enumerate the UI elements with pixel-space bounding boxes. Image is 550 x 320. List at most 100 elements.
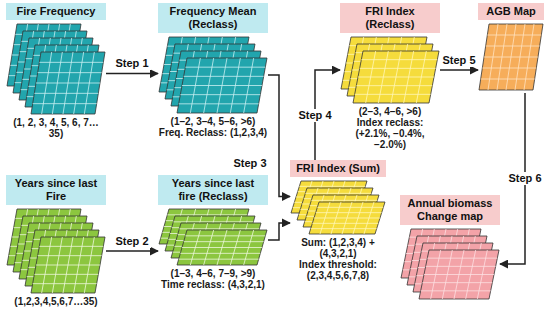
class-values: Time reclass: (4,3,2,1)	[158, 279, 268, 290]
raster-grid	[182, 247, 262, 248]
step-label: Step 4	[296, 109, 333, 122]
raster-sheet	[309, 202, 385, 234]
raster-layer	[177, 230, 267, 265]
raster-group: Annual biomass Change map	[400, 195, 500, 302]
raster-sheet	[419, 250, 499, 299]
raster-grid	[416, 51, 426, 103]
raster-grid	[466, 250, 476, 299]
raster-grid	[182, 85, 262, 86]
layer-title: Years since last Fire	[6, 175, 106, 205]
class-values: (2–3, 4–6, >6)	[340, 106, 440, 117]
raster-sheet	[479, 24, 543, 90]
step-arrow	[440, 69, 478, 71]
raster-sheet	[353, 51, 439, 103]
layer-title: Years since last fire (Reclass)	[158, 175, 268, 205]
raster-grid	[180, 94, 260, 95]
step-label: Step 3	[231, 157, 268, 170]
class-values: Sum: (1,2,3,4) + (4,3,2,1)	[290, 237, 386, 259]
raster-group: Years since last fire (Reclass) (1–3, 4–6…	[158, 175, 268, 290]
raster-grid	[311, 228, 377, 229]
raster-grid	[244, 58, 254, 113]
class-values: (1–2, 3–4, 5–6, >6)	[158, 116, 268, 127]
raster-grid	[312, 223, 378, 224]
raster-grid	[33, 283, 97, 284]
raster-grid	[244, 230, 254, 265]
class-values: (1, 2, 3, 4, 5, 6, 7…35)	[6, 117, 106, 139]
raster-sheet	[177, 230, 267, 265]
raster-layer	[31, 237, 105, 293]
raster-grid	[84, 237, 94, 293]
raster-stack	[6, 208, 106, 294]
step-arrow	[268, 75, 290, 197]
raster-grid	[179, 103, 259, 104]
raster-grid	[34, 93, 98, 94]
raster-layer	[31, 52, 105, 114]
class-values: Index reclass: (+2.1%, −0.4%, −2.0%)	[340, 117, 440, 150]
raster-group: Frequency Mean (Reclass) (1–2, 3–4, 5–6, …	[158, 3, 268, 138]
raster-grid	[179, 259, 259, 260]
raster-layer	[353, 51, 439, 103]
raster-grid	[33, 103, 97, 104]
raster-stack	[6, 23, 106, 115]
raster-grid	[34, 274, 98, 275]
raster-layer	[479, 24, 543, 90]
class-values: Freq. Reclass: (1,2,3,4)	[158, 127, 268, 138]
step-label: Step 6	[506, 172, 543, 185]
raster-grid	[74, 52, 84, 114]
step-label: Step 2	[113, 235, 150, 248]
raster-grid	[74, 237, 84, 293]
raster-grid	[230, 230, 240, 265]
raster-group: FRI Index (Sum) Sum: (1,2,3,4) + (4,3,2,1…	[290, 160, 386, 281]
raster-grid	[356, 85, 432, 86]
layer-title: FRI Index (Sum)	[290, 160, 386, 177]
class-values: (1–3, 4–6, 7–9, >9)	[158, 268, 268, 279]
step-label: Step 5	[440, 54, 477, 67]
raster-grid	[36, 265, 100, 266]
raster-grid	[353, 202, 363, 234]
class-values: Index threshold: (2,3,4,5,6,7,8)	[290, 259, 386, 281]
raster-grid	[421, 290, 491, 291]
raster-stack	[158, 208, 268, 266]
raster-grid	[481, 79, 535, 80]
layer-title: Fire Frequency	[6, 3, 106, 20]
layer-title: AGB Map	[478, 3, 544, 20]
raster-grid	[230, 58, 240, 113]
raster-layer	[177, 58, 267, 113]
raster-group: Years since last Fire (1,2,3,4,5,6,7…35)	[6, 175, 106, 307]
raster-grid	[84, 52, 94, 114]
layer-title: Annual biomass Change map	[400, 195, 500, 225]
raster-layer	[419, 250, 499, 299]
step-arrow	[106, 250, 158, 252]
raster-group: AGB Map	[478, 3, 544, 93]
raster-grid	[515, 24, 525, 90]
raster-grid	[524, 24, 534, 90]
raster-sheet	[31, 52, 105, 114]
raster-stack	[290, 180, 386, 235]
raster-grid	[404, 51, 414, 103]
raster-stack	[478, 23, 544, 91]
raster-stack	[158, 36, 268, 114]
raster-grid	[484, 57, 538, 58]
raster-grid	[482, 68, 536, 69]
raster-stack	[340, 36, 440, 104]
raster-grid	[36, 83, 100, 84]
raster-layer	[309, 202, 385, 234]
raster-grid	[358, 77, 434, 78]
raster-sheet	[31, 237, 105, 293]
layer-title: FRI Index (Reclass)	[340, 3, 440, 33]
raster-stack	[400, 228, 500, 300]
raster-group: Fire Frequency (1, 2, 3, 4, 5, 6, 7…35)	[6, 3, 106, 139]
class-values: (1,2,3,4,5,6,7…35)	[6, 296, 106, 307]
raster-grid	[477, 250, 487, 299]
raster-grid	[180, 253, 260, 254]
layer-title: Frequency Mean (Reclass)	[158, 3, 268, 33]
step-arrow	[106, 73, 158, 75]
raster-grid	[422, 282, 492, 283]
raster-grid	[355, 94, 431, 95]
step-arrow	[268, 223, 290, 240]
raster-sheet	[177, 58, 267, 113]
raster-grid	[314, 218, 380, 219]
step-label: Step 1	[113, 57, 150, 70]
raster-group: FRI Index (Reclass) (2–3, 4–6, >6)Index r…	[340, 3, 440, 150]
